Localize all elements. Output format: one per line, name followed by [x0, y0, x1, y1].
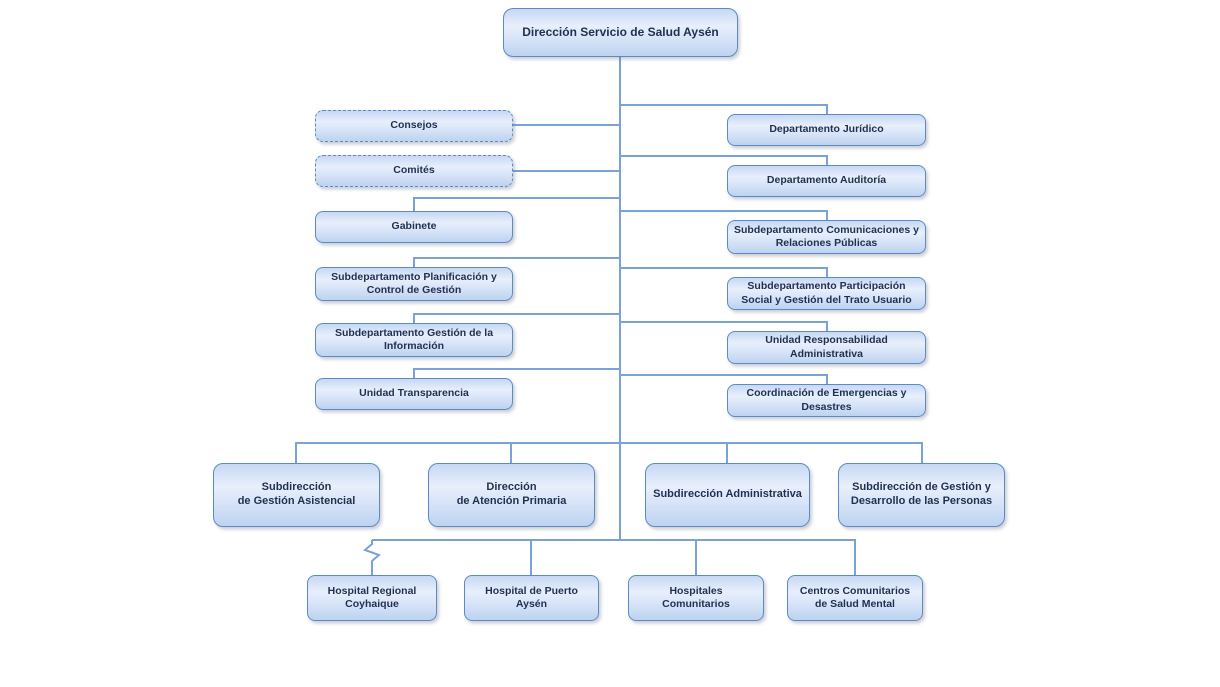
connector-auditoria: [620, 155, 828, 165]
org-node-hospital-puerto-aysen: Hospital de Puerto Aysén: [464, 575, 599, 621]
org-node-label: Coordinación de Emergencias y Desastres: [746, 387, 907, 413]
connector-transparencia: [413, 368, 620, 378]
org-node-coordinacion-emergencias: Coordinación de Emergencias y Desastres: [727, 384, 926, 417]
org-node-consejos: Consejos: [315, 110, 513, 142]
org-node-label: Subdepartamento Gestión de la Informació…: [334, 326, 494, 352]
org-node-subdepartamento-gestion-informacion: Subdepartamento Gestión de la Informació…: [315, 323, 513, 357]
connector-subdirections: [295, 442, 923, 463]
connector-emergencias: [620, 374, 828, 384]
org-node-label: Subdirección de Gestión Asistencial: [237, 481, 356, 507]
org-node-hospital-regional-coyhaique: Hospital Regional Coyhaique: [307, 575, 437, 621]
org-node-label: Hospitales Comunitarios: [662, 584, 730, 610]
org-node-label: Departamento Jurídico: [769, 123, 884, 136]
org-node-label: Consejos: [390, 119, 438, 132]
connector-planificacion: [413, 257, 620, 267]
connector-gestion-informacion: [413, 313, 620, 323]
org-node-comites: Comités: [315, 155, 513, 187]
org-node-label: Unidad Responsabilidad Administrativa: [765, 334, 888, 360]
org-node-subdireccion-gestion-personas: Subdirección de Gestión y Desarrollo de …: [838, 463, 1005, 527]
org-node-label: Dirección de Atención Primaria: [456, 481, 567, 507]
org-node-label: Comités: [393, 164, 435, 177]
org-node-departamento-auditoria: Departamento Auditoría: [727, 165, 926, 197]
org-node-label: Dirección Servicio de Salud Aysén: [522, 25, 719, 39]
org-node-departamento-juridico: Departamento Jurídico: [727, 114, 926, 146]
org-node-label: Subdepartamento Planificación y Control …: [331, 270, 497, 296]
connector-comunicaciones: [620, 210, 828, 220]
connector-gabinete: [413, 197, 620, 211]
org-node-label: Departamento Auditoría: [766, 174, 887, 187]
connector-base-row: [372, 539, 856, 575]
org-node-centros-comunitarios-salud-mental: Centros Comunitarios de Salud Mental: [787, 575, 923, 621]
org-node-hospitales-comunitarios: Hospitales Comunitarios: [628, 575, 764, 621]
connector-responsabilidad: [620, 321, 828, 331]
org-node-label: Hospital de Puerto Aysén: [485, 584, 578, 610]
org-node-subdepartamento-participacion: Subdepartamento Participación Social y G…: [727, 277, 926, 310]
org-node-label: Hospital Regional Coyhaique: [327, 584, 417, 610]
org-node-label: Gabinete: [391, 220, 437, 233]
org-node-direccion-atencion-primaria: Dirección de Atención Primaria: [428, 463, 595, 527]
org-node-direccion-servicio-salud-aysen: Dirección Servicio de Salud Aysén: [503, 8, 738, 57]
org-node-unidad-transparencia: Unidad Transparencia: [315, 378, 513, 410]
org-node-subdepartamento-comunicaciones: Subdepartamento Comunicaciones y Relacio…: [727, 220, 926, 254]
org-node-gabinete: Gabinete: [315, 211, 513, 243]
org-node-label: Subdepartamento Participación Social y G…: [741, 280, 912, 306]
connector-juridico: [620, 104, 828, 114]
org-node-label: Subdirección Administrativa: [653, 488, 802, 501]
org-node-subdireccion-gestion-asistencial: Subdirección de Gestión Asistencial: [213, 463, 380, 527]
org-node-subdireccion-administrativa: Subdirección Administrativa: [645, 463, 810, 527]
org-node-label: Subdirección de Gestión y Desarrollo de …: [850, 481, 993, 507]
connector-break-squiggle: [363, 540, 381, 575]
org-node-unidad-responsabilidad: Unidad Responsabilidad Administrativa: [727, 331, 926, 364]
org-node-subdepartamento-planificacion: Subdepartamento Planificación y Control …: [315, 267, 513, 301]
org-node-label: Subdepartamento Comunicaciones y Relacio…: [734, 223, 919, 249]
org-node-label: Centros Comunitarios de Salud Mental: [799, 584, 911, 610]
connector-participacion: [620, 267, 828, 277]
org-node-label: Unidad Transparencia: [359, 387, 469, 400]
